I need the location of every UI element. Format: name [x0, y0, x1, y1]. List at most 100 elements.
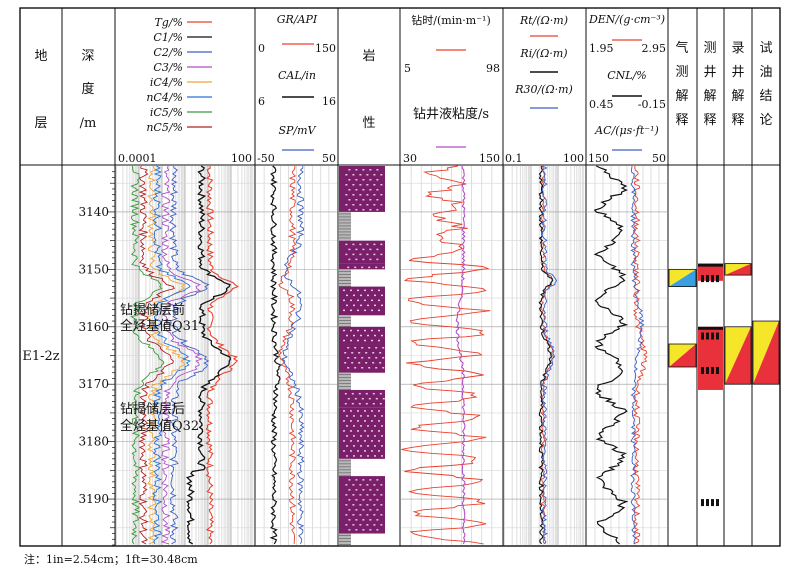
- den-min: 1.95: [589, 42, 614, 55]
- lith-dot: [344, 352, 347, 354]
- lith-dot: [352, 184, 355, 186]
- lith-dot: [344, 402, 347, 405]
- lith-dot: [378, 339, 380, 342]
- lith-dot: [369, 519, 372, 521]
- lith-dot: [366, 174, 369, 176]
- lith-dot: [350, 339, 352, 342]
- lith-dot: [345, 524, 348, 526]
- lith-dot: [372, 402, 375, 405]
- lith-dot: [362, 258, 365, 261]
- lith-dot: [355, 489, 358, 491]
- lith-dot: [373, 484, 376, 486]
- gas-legend-label: nC5/%: [146, 121, 183, 134]
- den-curve: [632, 165, 648, 545]
- lith-dot: [348, 519, 351, 521]
- lith-dot: [353, 294, 355, 297]
- lith-dot: [360, 294, 362, 297]
- lith-dot: [353, 455, 355, 457]
- lith-dot: [359, 184, 362, 186]
- den-max: 2.95: [642, 42, 667, 55]
- lith-dot: [369, 499, 372, 501]
- log-barcode: [706, 499, 709, 507]
- interp-header-char: 解: [731, 89, 744, 104]
- lith-dot: [347, 347, 350, 349]
- lith-dot: [352, 484, 355, 486]
- lith-dot: [366, 184, 369, 186]
- lith-dot: [379, 362, 382, 364]
- lith-dot: [368, 367, 371, 369]
- gr-max: 150: [315, 42, 336, 55]
- zone-outline: [752, 320, 780, 385]
- lith-dot: [367, 415, 369, 417]
- lith-dot: [364, 420, 366, 422]
- lith-sand: [339, 286, 385, 316]
- lith-dot: [355, 199, 358, 201]
- lith-dot: [361, 367, 364, 369]
- lith-dot: [374, 425, 376, 427]
- interpretation-zones: [668, 263, 780, 507]
- interp-header-char: 解: [675, 89, 688, 104]
- lith-dot: [348, 248, 351, 251]
- lith-dot: [376, 499, 379, 501]
- lith-dot: [381, 294, 383, 297]
- viscosity-curve: [455, 165, 466, 545]
- sp-curve: [281, 165, 305, 545]
- lith-dot: [382, 357, 385, 359]
- lith-dot: [357, 440, 359, 442]
- lith-dot: [361, 266, 364, 269]
- gas-legend-label: C3/%: [153, 61, 183, 74]
- lith-dot: [362, 199, 365, 201]
- lith-dot: [343, 410, 345, 412]
- ac-label: AC/(μs·ft⁻¹): [594, 124, 659, 137]
- gas-scale-min: 0.0001: [118, 152, 157, 165]
- lith-dot: [355, 169, 358, 171]
- lith-dot: [368, 397, 371, 400]
- lith-dot: [373, 514, 376, 516]
- lith-header-1: 岩: [362, 49, 375, 64]
- depth-tick-label: 3150: [78, 262, 109, 276]
- lith-dot: [354, 397, 357, 400]
- lith-dot: [351, 392, 354, 395]
- rxo-curve: [541, 165, 558, 545]
- lith-dot: [371, 440, 373, 442]
- lith-dot: [360, 445, 362, 447]
- lith-dot: [381, 435, 383, 437]
- lith-dot: [352, 204, 355, 206]
- lith-dot: [345, 514, 348, 516]
- interp-header-char: 论: [759, 113, 772, 128]
- lith-dot: [352, 243, 355, 246]
- zone-second: [725, 326, 751, 385]
- sp-max: 50: [322, 152, 336, 165]
- lith-dot: [345, 484, 348, 486]
- gas-scale-max: 100: [231, 152, 252, 165]
- lith-dot: [357, 289, 359, 292]
- drill-time-min: 5: [404, 62, 411, 75]
- lith-dot: [380, 484, 383, 486]
- lith-dot: [369, 479, 372, 481]
- lith-dot: [378, 289, 380, 292]
- depth-tick-label: 3180: [78, 435, 109, 449]
- lith-dot: [347, 266, 350, 269]
- lith-dot: [360, 435, 362, 437]
- lith-dot: [348, 179, 351, 181]
- lith-dot: [364, 450, 366, 452]
- lith-dot: [364, 309, 366, 312]
- lith-dot: [379, 402, 382, 405]
- log-curves: [129, 165, 648, 545]
- lith-dot: [380, 494, 383, 496]
- lith-dot: [371, 309, 373, 312]
- lith-dot: [368, 266, 371, 269]
- lith-dot: [365, 402, 368, 405]
- lith-dot: [346, 304, 348, 307]
- lith-dot: [372, 362, 375, 364]
- gas-legend-label: C1/%: [153, 31, 183, 44]
- lith-dot: [362, 248, 365, 251]
- lith-shale: [339, 458, 351, 477]
- lith-dot: [367, 334, 369, 337]
- lith-dot: [361, 357, 364, 359]
- lith-dot: [375, 357, 378, 359]
- lith-dot: [369, 189, 372, 191]
- lith-dot: [346, 415, 348, 417]
